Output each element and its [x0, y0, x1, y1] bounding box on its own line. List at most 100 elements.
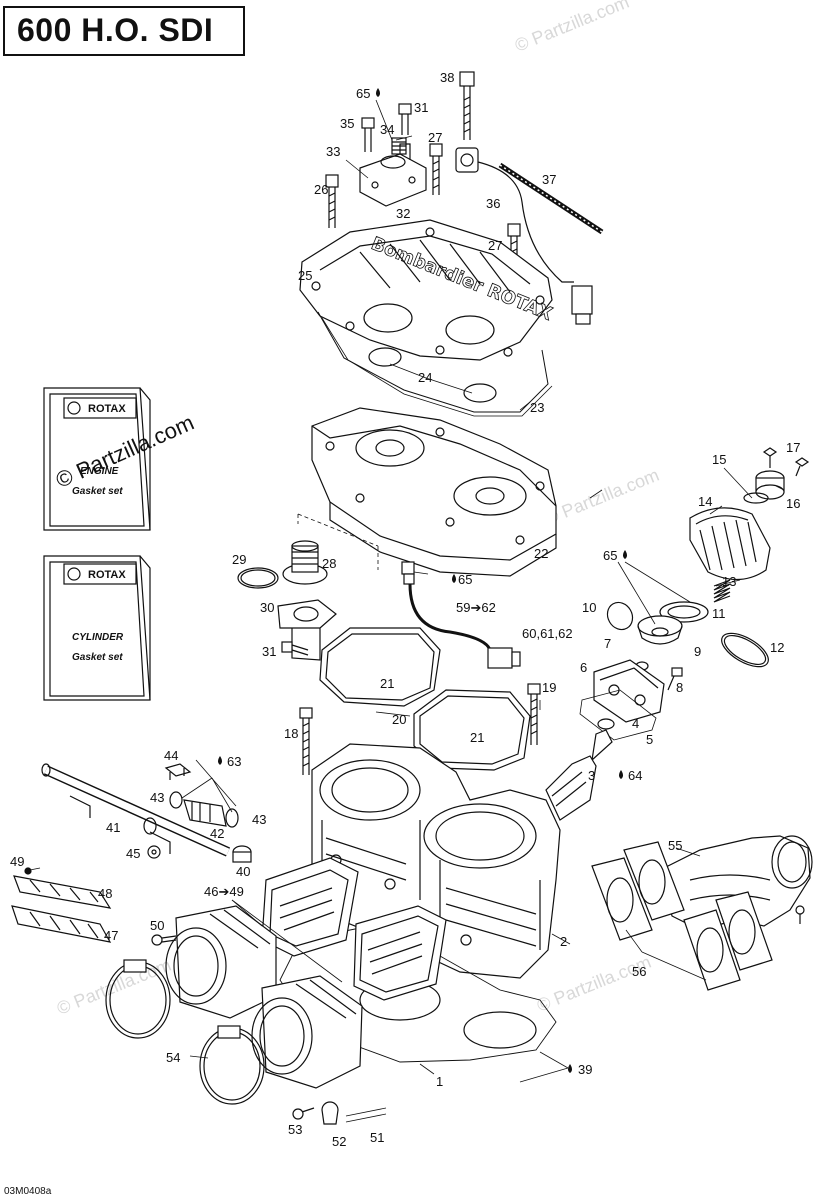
valve-housing-6: [593, 659, 665, 723]
callout-7[interactable]: 7: [604, 636, 611, 651]
watermark-bottom-left: © Partzilla.com: [54, 955, 174, 1019]
callout-17[interactable]: 17: [786, 440, 800, 455]
callout-21-bottom[interactable]: 21: [470, 730, 484, 745]
kit-58-brand: ROTAX: [88, 569, 126, 581]
callout-21-top[interactable]: 21: [380, 676, 394, 691]
callout-2[interactable]: 2: [560, 934, 567, 949]
part-callouts: 65 38 31 35 34 27 33 26 32 37 36 27 25 2…: [10, 70, 800, 1149]
callout-8[interactable]: 8: [676, 680, 683, 695]
callout-25[interactable]: 25: [298, 268, 312, 283]
callout-51[interactable]: 51: [370, 1130, 384, 1145]
callout-26[interactable]: 26: [314, 182, 328, 197]
callout-54[interactable]: 54: [166, 1050, 180, 1065]
callout-1[interactable]: 1: [436, 1074, 443, 1089]
callout-11[interactable]: 11: [712, 606, 726, 621]
callout-53[interactable]: 53: [288, 1122, 302, 1137]
callout-6[interactable]: 6: [580, 660, 587, 675]
callout-24[interactable]: 24: [418, 370, 432, 385]
callout-16[interactable]: 16: [786, 496, 800, 511]
callout-27-right[interactable]: 27: [488, 238, 502, 253]
callout-40[interactable]: 40: [236, 864, 250, 879]
callout-38[interactable]: 38: [440, 70, 454, 85]
callout-35[interactable]: 35: [340, 116, 354, 131]
callout-65[interactable]: 65: [356, 86, 370, 101]
rave-cover-14: [689, 507, 771, 581]
callout-32[interactable]: 32: [396, 206, 410, 221]
exhaust-gasket-56: [591, 841, 773, 991]
sensor-harness-59-62: [401, 561, 521, 669]
callout-43-left[interactable]: 43: [150, 790, 164, 805]
callout-23[interactable]: 23: [530, 400, 544, 415]
callout-50[interactable]: 50: [150, 918, 164, 933]
callout-37[interactable]: 37: [542, 172, 556, 187]
fitting-34: [391, 137, 407, 155]
callout-49[interactable]: 49: [10, 854, 24, 869]
gasket-kit-58[interactable]: [43, 555, 151, 701]
callout-41[interactable]: 41: [106, 820, 120, 835]
callout-31[interactable]: 31: [414, 100, 428, 115]
callout-14[interactable]: 14: [698, 494, 712, 509]
kit-57-brand: ROTAX: [88, 403, 126, 415]
callout-20[interactable]: 20: [392, 712, 406, 727]
callout-33[interactable]: 33: [326, 144, 340, 159]
cover-gasket-23: [317, 311, 553, 417]
cap-16: [755, 470, 785, 500]
callout-15[interactable]: 15: [712, 452, 726, 467]
gasket-kit-57[interactable]: [43, 387, 151, 531]
o-ring-10: [606, 601, 634, 631]
callout-18[interactable]: 18: [284, 726, 298, 741]
callout-9[interactable]: 9: [694, 644, 701, 659]
callout-55[interactable]: 55: [668, 838, 682, 853]
callout-65-harness[interactable]: 65: [458, 572, 472, 587]
fuel-rail-41: [41, 763, 231, 857]
callout-44[interactable]: 44: [164, 748, 178, 763]
intake-adapter-right: [251, 975, 363, 1089]
callout-31-left[interactable]: 31: [262, 644, 276, 659]
callout-3[interactable]: 3: [588, 768, 595, 783]
callout-10[interactable]: 10: [582, 600, 596, 615]
watermark-bottom-right: © Partzilla.com: [534, 952, 654, 1016]
callout-48[interactable]: 48: [98, 886, 112, 901]
diaphragm-11: [659, 601, 709, 623]
screw-17: [762, 447, 810, 477]
callout-12[interactable]: 12: [770, 640, 784, 655]
kit-58-line2: Gasket set: [72, 652, 123, 663]
gasket-4: [597, 718, 615, 730]
lubricant-drop-icons: [218, 88, 627, 1073]
rave-valve-3: [545, 729, 613, 821]
callout-5[interactable]: 5: [646, 732, 653, 747]
leader-lines: [29, 99, 785, 1083]
callout-30[interactable]: 30: [260, 600, 274, 615]
callout-39[interactable]: 39: [578, 1062, 592, 1077]
temperature-sensor-36: [455, 147, 593, 325]
bolt-38: [459, 71, 475, 140]
callout-28[interactable]: 28: [322, 556, 336, 571]
bolt-31-top: [398, 103, 412, 135]
callout-65-rave[interactable]: 65: [603, 548, 617, 563]
callout-43-right[interactable]: 43: [252, 812, 266, 827]
callout-22[interactable]: 22: [534, 546, 548, 561]
callout-13[interactable]: 13: [722, 574, 736, 589]
leader-lines-thermostat: [297, 513, 379, 570]
callout-29[interactable]: 29: [232, 552, 246, 567]
callout-59-62[interactable]: 59➔62: [456, 600, 496, 615]
callout-45[interactable]: 45: [126, 846, 140, 861]
callout-63[interactable]: 63: [227, 754, 241, 769]
callout-56[interactable]: 56: [632, 964, 646, 979]
watermark-mid-right: © Partzilla.com: [542, 465, 662, 529]
callout-4[interactable]: 4: [632, 716, 639, 731]
callout-19[interactable]: 19: [542, 680, 556, 695]
nut-45: [147, 845, 161, 859]
callout-60-61-62[interactable]: 60,61,62: [522, 626, 573, 641]
diagram-title-box: 600 H.O. SDI: [3, 6, 245, 56]
callout-47[interactable]: 47: [104, 928, 118, 943]
callout-64[interactable]: 64: [628, 768, 642, 783]
callout-34[interactable]: 34: [380, 122, 394, 137]
callout-52[interactable]: 52: [332, 1134, 346, 1149]
callout-46-49[interactable]: 46➔49: [204, 884, 244, 899]
cylinder-head-22: [311, 407, 557, 577]
callout-36[interactable]: 36: [486, 196, 500, 211]
callout-42[interactable]: 42: [210, 826, 224, 841]
diagram-title: 600 H.O. SDI: [17, 12, 214, 48]
callout-27[interactable]: 27: [428, 130, 442, 145]
